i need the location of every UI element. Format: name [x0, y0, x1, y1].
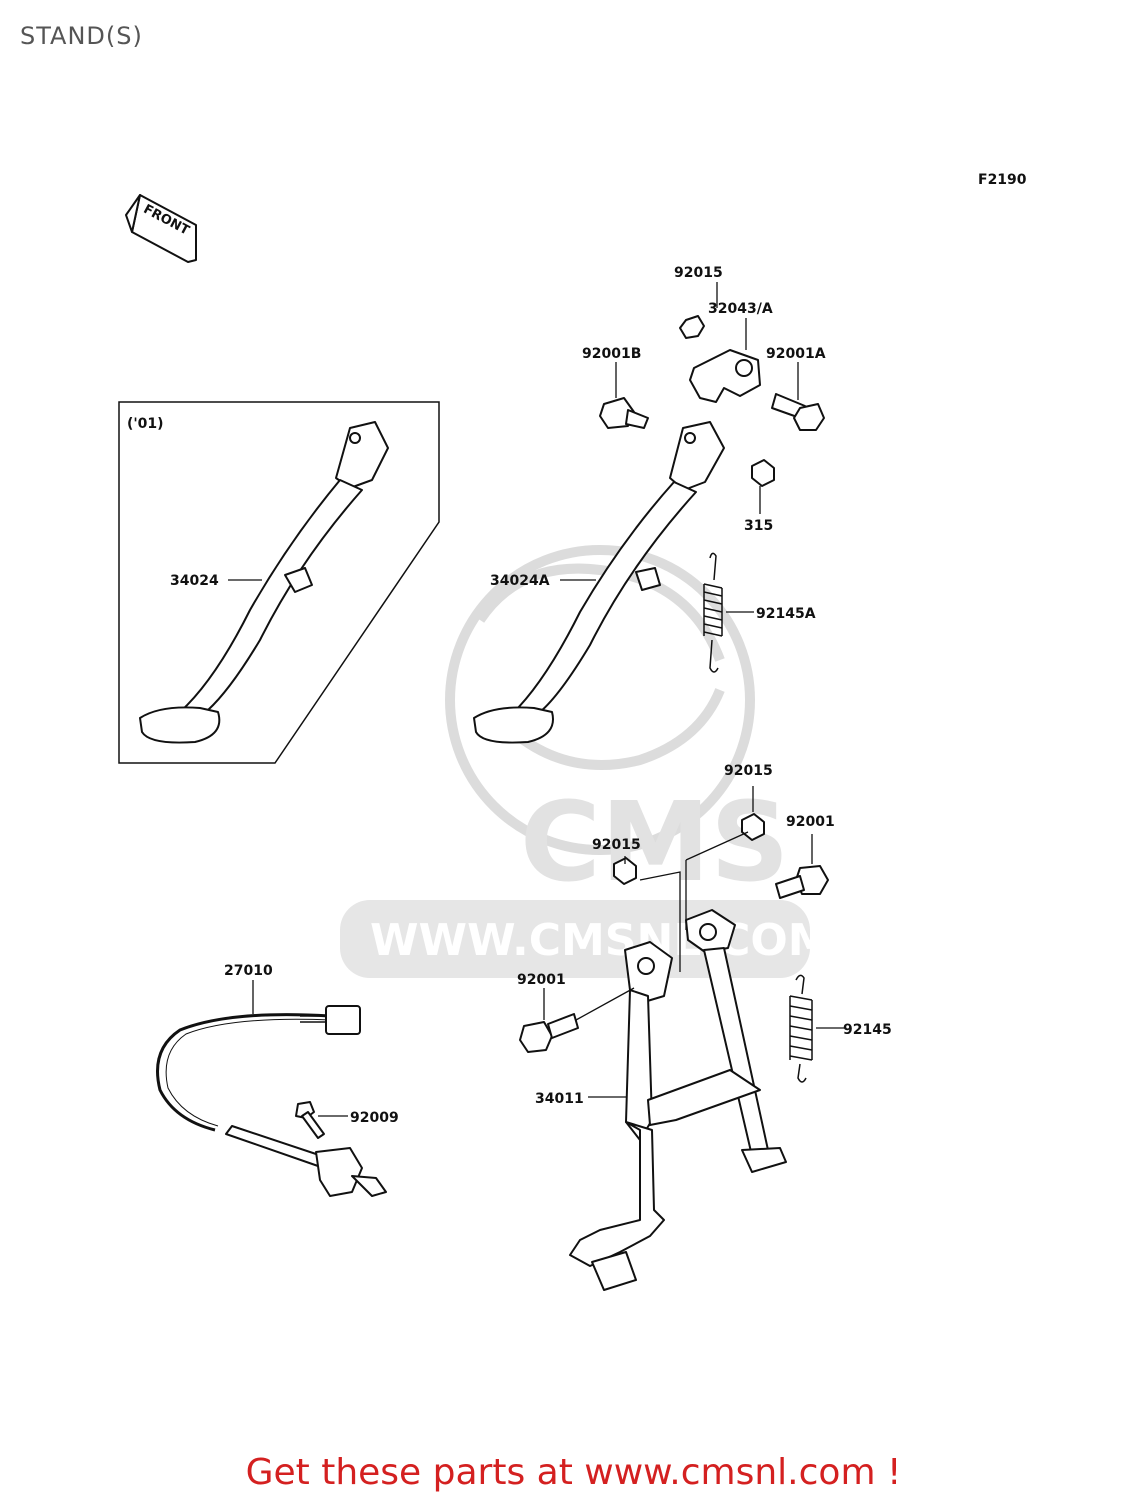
page-title: STAND(S) [20, 22, 143, 50]
switch-27010 [156, 1005, 387, 1197]
callout-34024: 34024 [170, 573, 219, 589]
nut-92015-mid [741, 813, 765, 841]
bolt-92001A [771, 393, 825, 431]
callout-92001B: 92001B [582, 346, 641, 362]
bracket-32043 [689, 349, 761, 403]
callout-92001-left: 92001 [517, 972, 566, 988]
callout-27010: 27010 [224, 963, 273, 979]
inset-label: ('01) [127, 416, 164, 432]
footer-link[interactable]: Get these parts at www.cmsnl.com ! [245, 1452, 902, 1493]
center-stand-34011 [569, 909, 787, 1291]
watermark-url: WWW.CMSNL.COM [370, 915, 832, 966]
callout-34024A: 34024A [490, 573, 550, 589]
inset-box-01 [118, 401, 440, 764]
callout-92001A: 92001A [766, 346, 826, 362]
callout-315: 315 [744, 518, 773, 534]
side-stand-34024A [473, 421, 725, 744]
callout-92015-top: 92015 [674, 265, 723, 281]
parts-diagram: CMS WWW.CMSNL.COM F2190 FRONT ('01) 3402… [118, 172, 1027, 1291]
front-direction-icon: FRONT [125, 194, 197, 263]
callout-34011: 34011 [535, 1091, 584, 1107]
callout-92009: 92009 [350, 1110, 399, 1126]
callout-92015-left: 92015 [592, 837, 641, 853]
nut-92015-top [679, 315, 705, 339]
figure-code: F2190 [978, 172, 1027, 188]
callout-92145: 92145 [843, 1022, 892, 1038]
callout-92145A: 92145A [756, 606, 816, 622]
spring-92145A [703, 552, 723, 673]
bolt-92001B [599, 397, 649, 429]
bolt-92001-left [519, 1013, 579, 1053]
nut-92015-left [613, 857, 637, 885]
watermark-text: CMS [520, 778, 789, 906]
callout-92015-mid: 92015 [724, 763, 773, 779]
nut-315 [751, 459, 775, 487]
side-stand-34024 [139, 421, 389, 744]
screw-92009 [295, 1101, 325, 1139]
watermark-logo: CMS WWW.CMSNL.COM [340, 545, 832, 978]
spring-92145 [789, 974, 813, 1083]
callout-32043: 32043/A [708, 301, 773, 317]
bolt-92001-right [775, 865, 829, 899]
callout-92001-right: 92001 [786, 814, 835, 830]
